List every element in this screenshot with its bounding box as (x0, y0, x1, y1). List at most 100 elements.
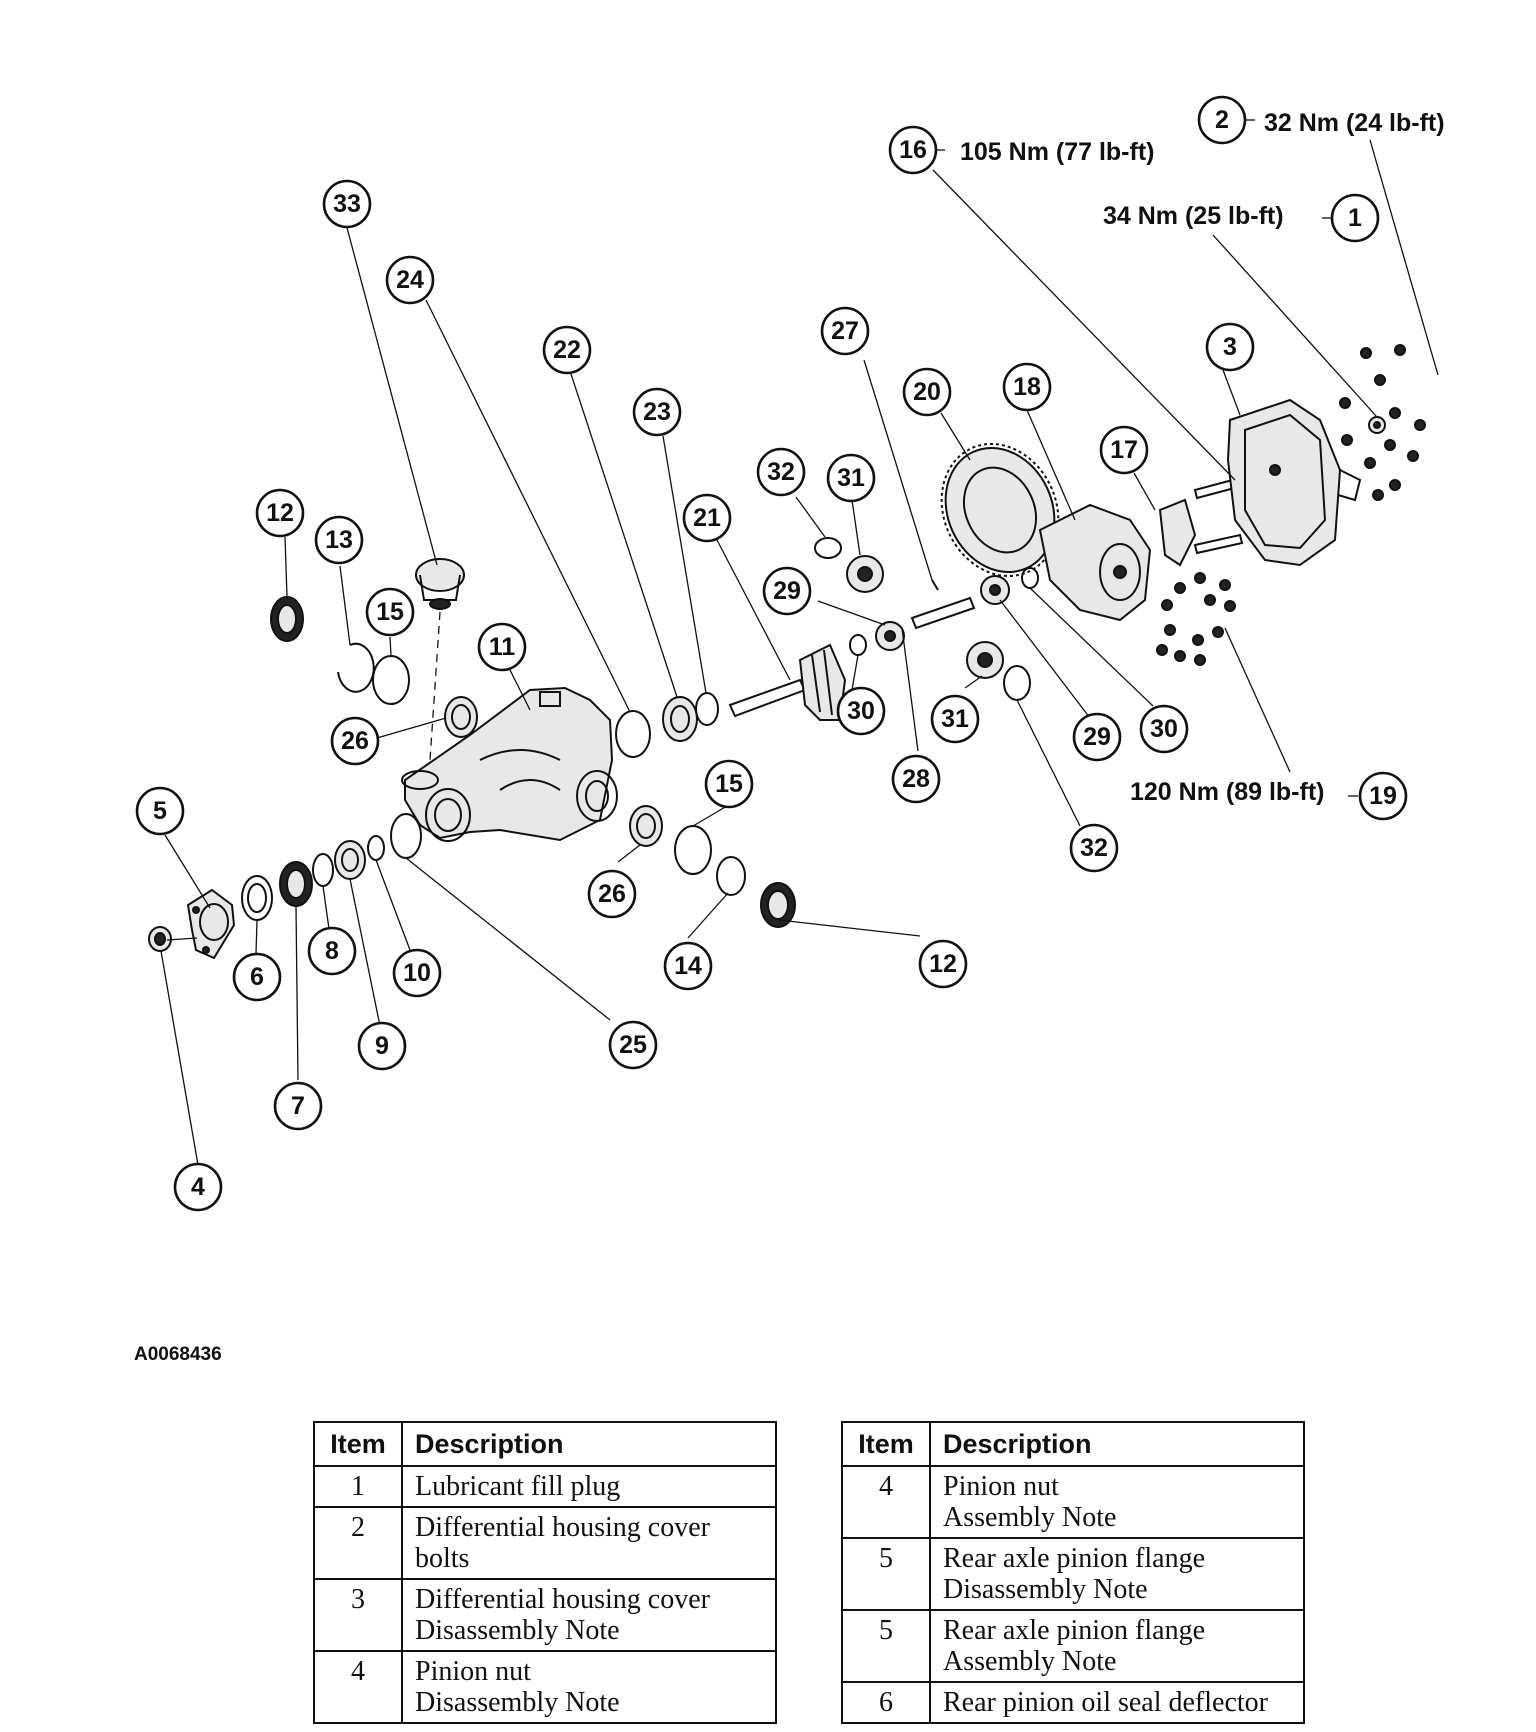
callout-8: 8 (307, 926, 357, 976)
disassembly-note-link[interactable]: Disassembly Note (943, 1574, 1148, 1605)
assembly-note-link[interactable]: Assembly Note (943, 1502, 1117, 1533)
callout-5-label: 5 (153, 797, 167, 825)
callout-32-upper: 32 (756, 447, 806, 497)
part-ring-gear-bolts (1156, 572, 1236, 666)
callout-31-upper: 31 (826, 453, 876, 503)
callout-26-upper: 26 (330, 716, 380, 766)
part-pinion-washer-lower (1003, 665, 1031, 701)
callout-33-label: 33 (333, 190, 361, 218)
callout-30-left-label: 30 (847, 697, 875, 725)
row-description: Rear pinion oil seal deflector (929, 1681, 1305, 1724)
callout-4-label: 4 (191, 1173, 205, 1201)
description-line: Rear axle pinion flange (943, 1543, 1206, 1574)
callout-22: 22 (542, 325, 592, 375)
callout-8-label: 8 (325, 937, 339, 965)
callout-22-label: 22 (553, 336, 581, 364)
part-bearing-cup-right (674, 825, 712, 875)
callout-6-label: 6 (250, 963, 264, 991)
callout-31-lower: 31 (930, 694, 980, 744)
callout-20-label: 20 (913, 378, 941, 406)
callout-16-label: 16 (899, 136, 927, 164)
part-pinion-seal (279, 861, 313, 907)
callout-29-left: 29 (762, 566, 812, 616)
part-vent (415, 558, 465, 761)
part-axle-seal-right (760, 882, 796, 928)
callout-28-label: 28 (902, 765, 930, 793)
callout-26-lower-label: 26 (598, 880, 626, 908)
callout-25-label: 25 (619, 1031, 647, 1059)
description-line: Pinion nut (943, 1471, 1059, 1502)
callout-21: 21 (682, 493, 732, 543)
row-description: Lubricant fill plug (401, 1465, 777, 1508)
part-axle-seal-left (270, 596, 304, 642)
part-pinion-bearing-front (334, 840, 366, 880)
callout-30-right-label: 30 (1150, 715, 1178, 743)
callout-4: 4 (173, 1162, 223, 1212)
parts-table-left: Item Description 1 Lubricant fill plug 2… (313, 1421, 777, 1724)
row-item: 2 (313, 1506, 403, 1580)
callout-27: 27 (820, 306, 870, 356)
callout-13: 13 (314, 515, 364, 565)
header-description: Description (929, 1421, 1305, 1467)
callout-21-label: 21 (693, 504, 721, 532)
callout-19: 19 (1358, 771, 1408, 821)
table-row: 1 Lubricant fill plug (313, 1465, 777, 1508)
callout-29-right: 29 (1072, 712, 1122, 762)
callout-32-lower: 32 (1069, 823, 1119, 873)
callout-10: 10 (392, 948, 442, 998)
callout-12-upper-label: 12 (266, 499, 294, 527)
part-pinion-gear-lower (966, 641, 1004, 679)
table-header-row: Item Description (313, 1421, 777, 1467)
callout-20: 20 (902, 367, 952, 417)
parts-drawing (148, 344, 1426, 960)
callout-14-label: 14 (674, 952, 702, 980)
callout-2-label: 2 (1215, 106, 1229, 134)
disassembly-note-link[interactable]: Disassembly Note (415, 1687, 620, 1718)
callout-18: 18 (1002, 362, 1052, 412)
callout-15-lower: 15 (704, 759, 754, 809)
callout-32-upper-label: 32 (767, 458, 795, 486)
part-shim (716, 856, 746, 896)
torque-spec-16: 105 Nm (77 lb-ft) (960, 138, 1154, 166)
header-item: Item (841, 1421, 931, 1467)
callout-5: 5 (135, 786, 185, 836)
callout-23-label: 23 (643, 398, 671, 426)
callout-13-label: 13 (325, 526, 353, 554)
callout-11-label: 11 (489, 633, 516, 661)
part-differential-housing (401, 686, 618, 842)
callout-29-left-label: 29 (773, 577, 801, 605)
part-pinion-washer-upper (814, 537, 842, 559)
part-fill-plug (1368, 416, 1386, 434)
assembly-note-link[interactable]: Assembly Note (943, 1646, 1117, 1677)
part-pinion-shaft (910, 596, 976, 630)
part-differential-case (1038, 503, 1152, 622)
callout-1-label: 1 (1348, 204, 1362, 232)
part-differential-bearing-left (444, 696, 478, 738)
part-bearing-cap (1158, 498, 1197, 567)
callout-12-upper: 12 (255, 488, 305, 538)
callout-30-right: 30 (1139, 704, 1189, 754)
callout-33: 33 (322, 179, 372, 229)
leader-lines (160, 119, 1439, 1166)
disassembly-note-link[interactable]: Disassembly Note (415, 1615, 620, 1646)
description-line: Lubricant fill plug (415, 1471, 621, 1502)
part-housing-cover (1226, 398, 1362, 567)
part-oil-seal-deflector (241, 875, 273, 921)
callout-23: 23 (632, 387, 682, 437)
callout-29-right-label: 29 (1083, 723, 1111, 751)
callout-15-upper: 15 (365, 587, 415, 637)
callout-3: 3 (1205, 322, 1255, 372)
callout-18-label: 18 (1013, 373, 1041, 401)
exploded-view-diagram: 1 2 3 4 5 6 7 8 9 10 11 12 12 13 14 15 1… (135, 95, 1445, 1212)
torque-spec-2: 32 Nm (24 lb-ft) (1264, 109, 1445, 137)
callout-24: 24 (385, 255, 435, 305)
description-line: Rear axle pinion flange (943, 1615, 1206, 1646)
